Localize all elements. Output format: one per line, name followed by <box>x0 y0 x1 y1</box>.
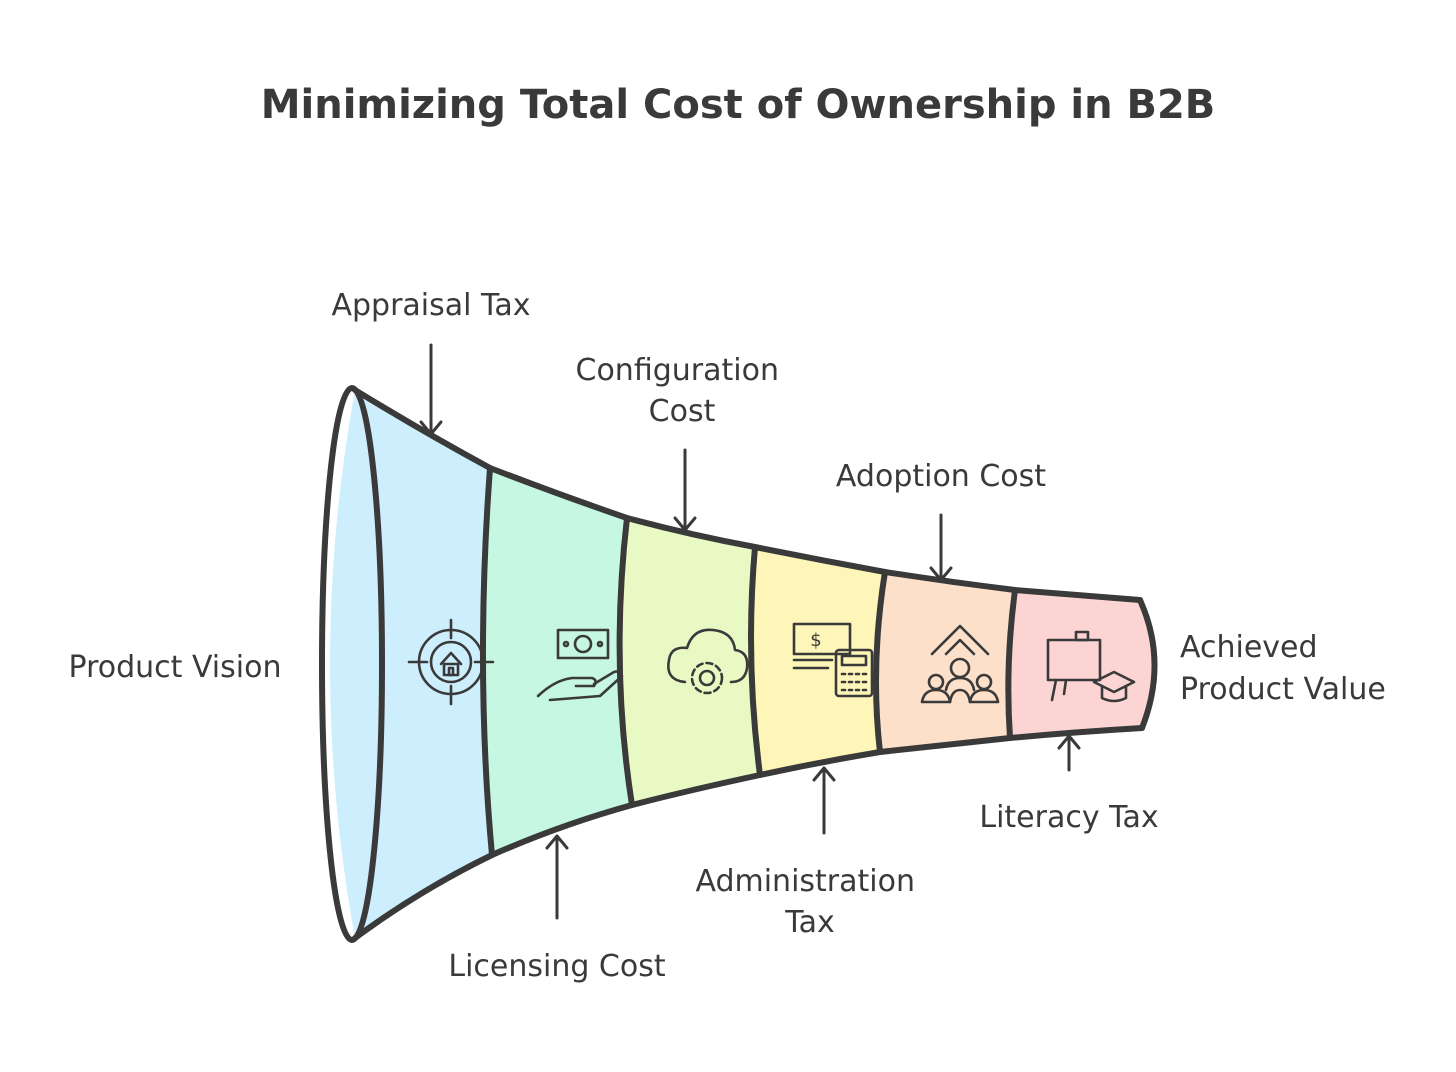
label-achieved-product-value: Achieved Product Value <box>1180 630 1386 707</box>
stage-divider-5 <box>1005 587 1018 741</box>
stage-3-fill <box>619 518 760 805</box>
stage-6-fill <box>1008 590 1154 738</box>
hand-money-icon <box>536 628 624 702</box>
money-calculator-icon: $ <box>792 622 874 698</box>
label-product-vision: Product Vision <box>69 650 282 685</box>
label-adoption-cost: Adoption Cost <box>836 459 1046 494</box>
funnel-end-cap <box>1137 597 1158 731</box>
label-administration-line-1: Administration <box>695 864 915 899</box>
stage-2-fill <box>482 468 632 855</box>
label-configuration-cost: Configuration Cost <box>576 353 789 429</box>
diagram-title: Minimizing Total Cost of Ownership in B2… <box>261 82 1216 128</box>
label-achieved-line-1: Achieved <box>1180 630 1318 665</box>
stage-5-fill <box>876 572 1015 752</box>
stage-divider-2 <box>616 515 635 808</box>
label-achieved-line-2: Product Value <box>1180 672 1386 707</box>
arrow-appraisal-tax <box>419 343 443 436</box>
arrow-licensing-cost <box>545 834 569 920</box>
team-growth-icon <box>920 624 1000 704</box>
label-literacy-tax: Literacy Tax <box>979 800 1158 835</box>
funnel-outline <box>319 385 1158 943</box>
cost-arrows <box>419 343 1081 920</box>
label-appraisal-tax: Appraisal Tax <box>331 288 530 323</box>
label-administration-tax: Administration Tax <box>695 864 924 940</box>
arrow-administration-tax <box>812 766 836 835</box>
cloud-gear-icon <box>667 628 749 695</box>
arrow-adoption-cost <box>929 513 953 582</box>
stage-divider-3 <box>748 544 763 778</box>
funnel-mouth <box>319 385 385 943</box>
stage-1-fill <box>330 390 492 938</box>
training-board-icon <box>1046 630 1136 703</box>
stage-divider-4 <box>873 569 888 755</box>
label-configuration-line-1: Configuration <box>576 353 779 388</box>
arrow-literacy-tax <box>1057 734 1081 772</box>
svg-text:$: $ <box>810 630 821 651</box>
label-configuration-line-2: Cost <box>649 394 716 429</box>
label-administration-line-2: Tax <box>784 905 835 940</box>
arrow-configuration-cost <box>673 448 697 532</box>
target-house-icon <box>407 618 495 706</box>
label-licensing-cost: Licensing Cost <box>448 949 666 984</box>
